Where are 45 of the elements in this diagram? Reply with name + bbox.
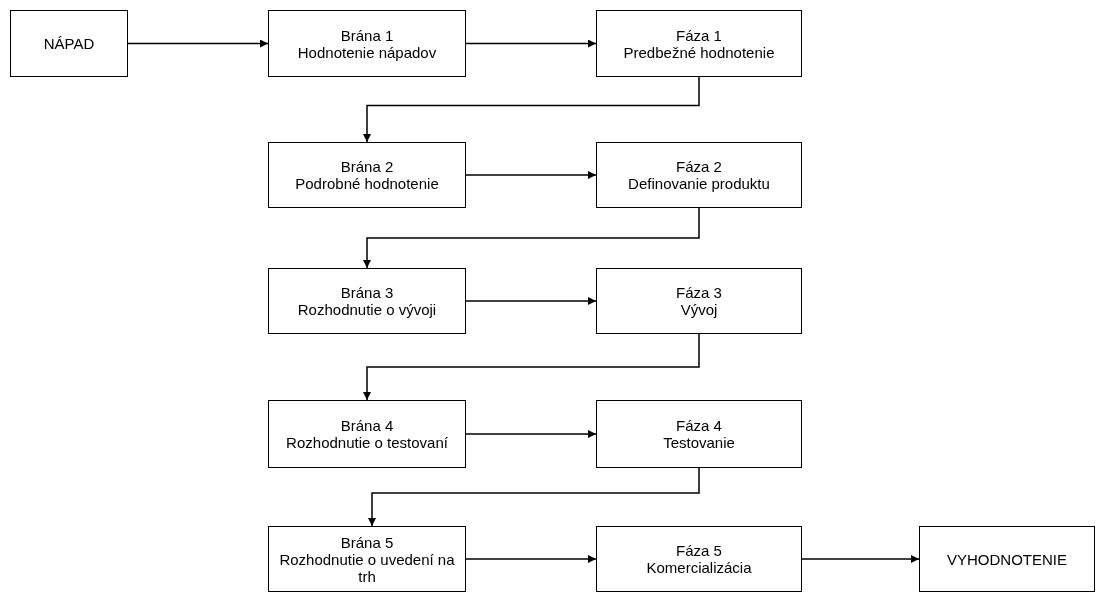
box-text: Vývoj	[680, 301, 718, 318]
box-heading: Fáza 4	[676, 417, 722, 434]
box-heading: Fáza 2	[676, 158, 722, 175]
box-heading: Brána 5	[340, 533, 394, 551]
process-box	[596, 10, 802, 77]
arrow	[368, 467, 700, 527]
box-text: Definovanie produktu	[628, 175, 770, 192]
box-heading: Brána 3	[340, 284, 394, 301]
box-heading: Fáza 1	[676, 26, 722, 44]
process-box	[919, 526, 1095, 592]
box-text: Rozhodnutie o vývoji	[297, 301, 437, 318]
box-text: Rozhodnutie o uvedení na trh	[278, 550, 456, 585]
arrow	[127, 39, 269, 48]
box-text: Hodnotenie nápadov	[297, 43, 437, 61]
arrow	[465, 39, 597, 48]
process-box	[596, 526, 802, 592]
box-heading: Brána 1	[340, 26, 394, 44]
box-heading: Fáza 5	[676, 542, 722, 559]
arrow	[465, 171, 597, 179]
box-text: Rozhodnutie o testovaní	[286, 434, 448, 451]
process-box	[268, 268, 466, 334]
box-heading: Brána 2	[340, 158, 394, 175]
box-heading: Brána 4	[340, 417, 394, 434]
process-box	[10, 10, 128, 77]
box-text: NÁPAD	[43, 35, 95, 52]
box-text: Predbežné hodnotenie	[623, 43, 775, 61]
arrow	[465, 297, 597, 305]
arrow	[465, 430, 597, 438]
arrow	[801, 555, 920, 563]
arrow	[363, 333, 700, 401]
box-heading: Fáza 3	[676, 284, 722, 301]
arrow	[465, 555, 597, 563]
box-text: Podrobné hodnotenie	[295, 175, 439, 192]
box-text: Komercializácia	[646, 559, 752, 576]
process-box	[596, 268, 802, 334]
arrow	[363, 207, 700, 269]
process-box	[268, 526, 466, 592]
process-box	[268, 10, 466, 77]
process-box	[596, 400, 802, 468]
process-box	[596, 142, 802, 208]
arrow	[363, 76, 700, 143]
process-box	[268, 400, 466, 468]
box-text: VYHODNOTENIE	[947, 550, 1067, 568]
box-text: Testovanie	[663, 434, 735, 451]
process-box	[268, 142, 466, 208]
